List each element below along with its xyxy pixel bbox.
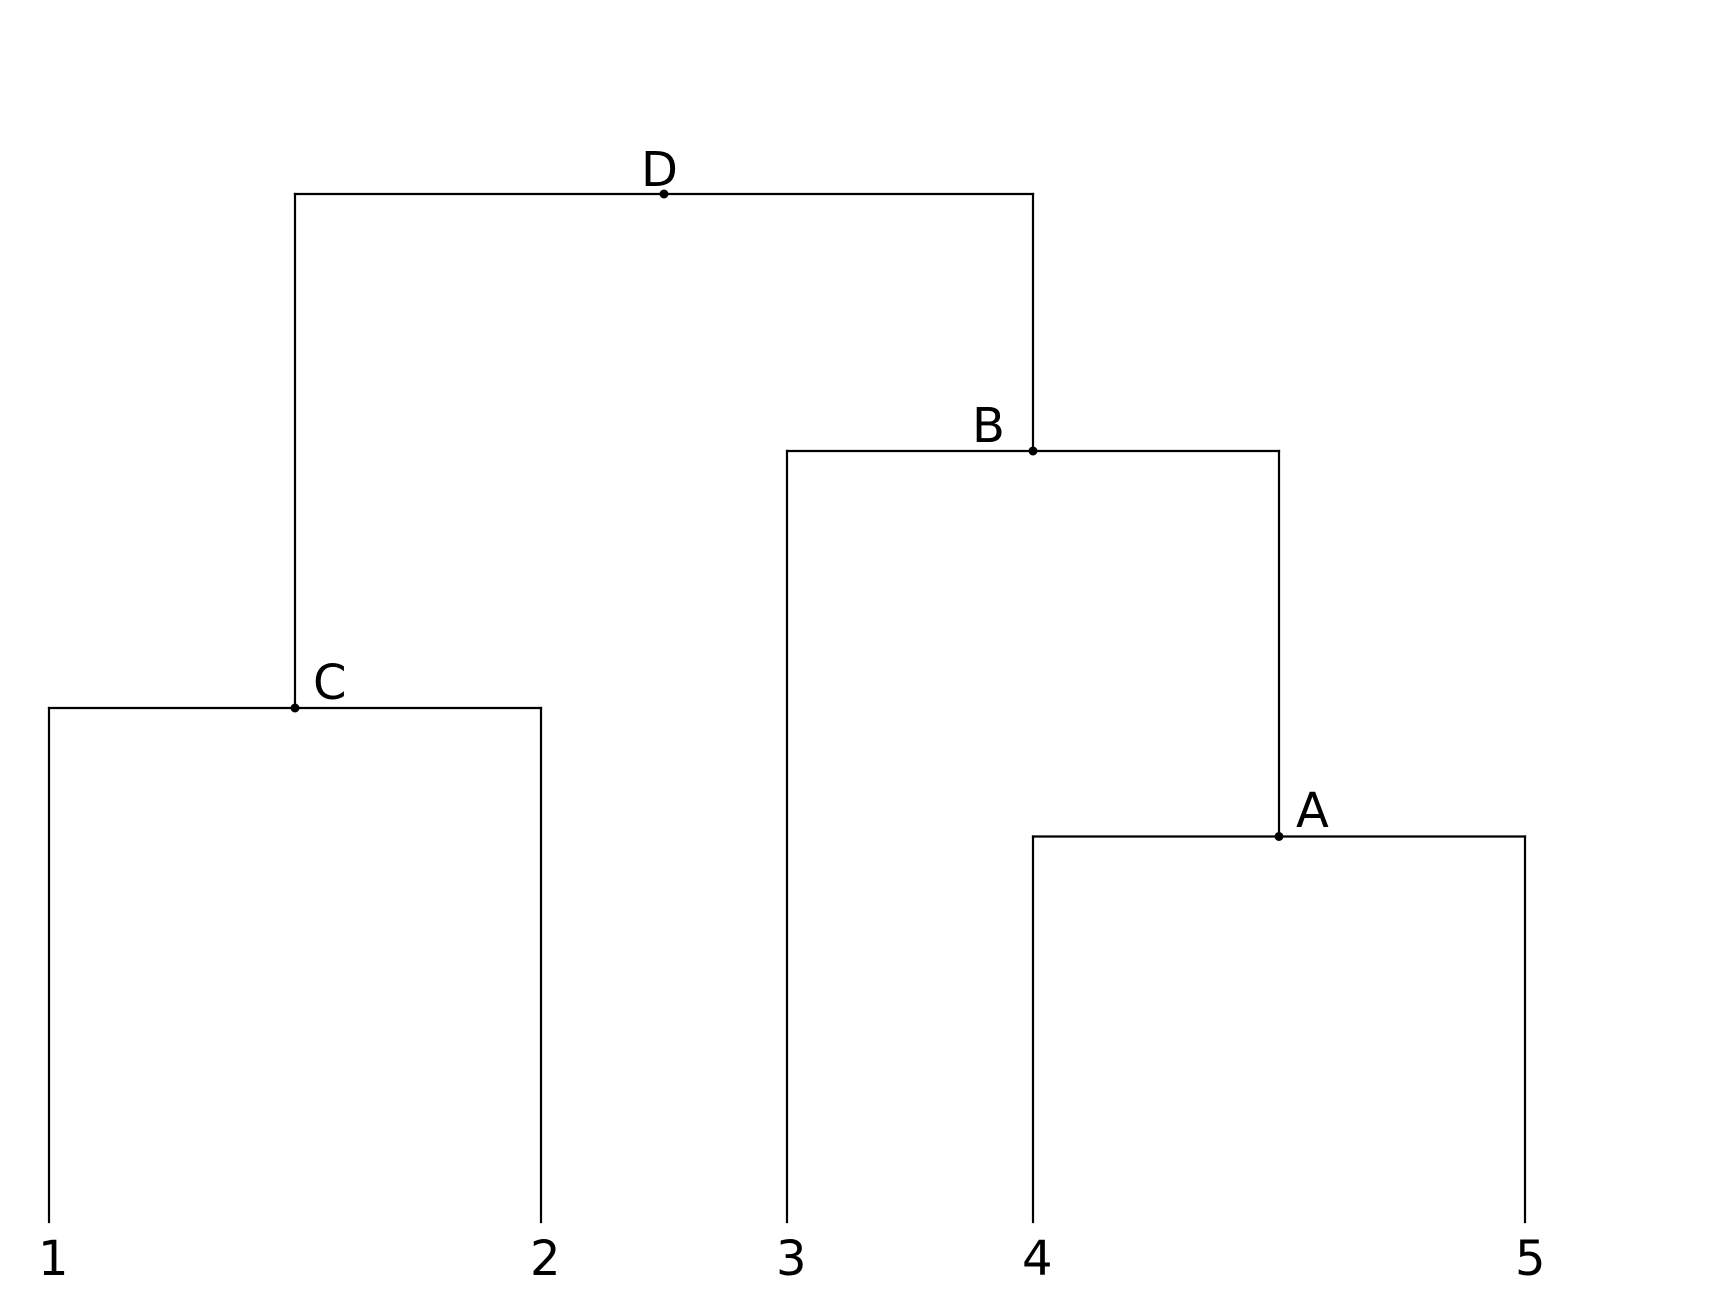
- leaf-label-4: 4: [1022, 1231, 1053, 1287]
- node-dot-b: [1028, 446, 1038, 456]
- leaf-label-5: 5: [1515, 1231, 1546, 1287]
- node-label-c: C: [313, 655, 347, 711]
- node-label-a: A: [1296, 783, 1329, 839]
- leaf-label-2: 2: [530, 1231, 561, 1287]
- merge-node-dots: [290, 189, 1284, 841]
- leaf-label-3: 3: [776, 1231, 807, 1287]
- node-label-d: D: [641, 142, 678, 198]
- node-dot-d: [659, 189, 669, 199]
- node-label-b: B: [972, 398, 1005, 454]
- node-dot-c: [290, 703, 300, 713]
- node-dot-a: [1274, 832, 1284, 841]
- leaf-label-1: 1: [38, 1231, 69, 1287]
- dendrogram-branches: [47, 192, 1527, 1224]
